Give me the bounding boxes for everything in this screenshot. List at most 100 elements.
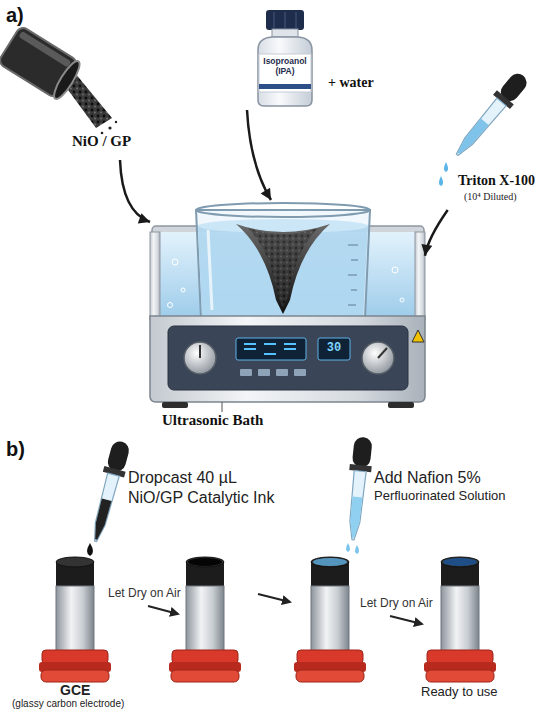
dried-film: [443, 558, 477, 566]
node-text: Isoproanol (IPA): [259, 56, 311, 76]
dropper: [342, 436, 375, 541]
flow-arrow: [120, 160, 150, 224]
dropper-bulb: [352, 436, 373, 468]
annotation-label: Let Dry on Air: [108, 586, 198, 600]
glass-highlight: [208, 230, 212, 310]
dropper-liquid: [348, 496, 362, 538]
timer-display: [318, 338, 350, 360]
annotation-label: b): [6, 438, 46, 461]
annotation-label: Dropcast 40 µL NiO/GP Catalytic Ink: [128, 468, 280, 508]
dropper: [449, 69, 532, 162]
dried-ink: [188, 558, 222, 566]
node-text: Ultrasonic Bath: [162, 412, 312, 429]
lcd-segment: [264, 343, 276, 345]
illustrated-node: Ultrasonic Bath: [150, 200, 425, 432]
annotation-label: 30: [318, 341, 350, 356]
illustrated-node: Isoproanol (IPA)+ water: [240, 5, 380, 110]
powder-grain: [108, 126, 111, 129]
node-text: (glassy carbon electrode): [12, 698, 144, 709]
panel-button: [240, 369, 252, 376]
cap-ridge: [295, 12, 297, 28]
lcd-segment: [264, 353, 276, 355]
leader-line: [222, 402, 223, 412]
graduation-mark: [348, 274, 357, 275]
flow-arrow: [421, 210, 447, 256]
beaker-glass: [196, 210, 370, 326]
electrode: [294, 557, 366, 682]
dropper-ink: [91, 499, 111, 541]
step-arrow: [148, 606, 178, 614]
graduation-mark: [348, 304, 356, 305]
ink-vortex: [236, 224, 330, 314]
knob-indicator: [378, 348, 387, 358]
bubble: [400, 298, 404, 302]
panel-button: [258, 369, 270, 376]
ink-drop: [87, 543, 93, 556]
annotation-label: Add Nafion 5%: [374, 468, 524, 487]
illustrated-node: Triton X-100(10⁴ Diluted): [430, 70, 548, 210]
liquid-surface: [198, 219, 368, 233]
jar-mouth: [50, 58, 83, 102]
arrow-line: [247, 110, 271, 200]
lcd-segment: [284, 348, 296, 350]
node-text: + water: [328, 75, 388, 91]
lcd-segment: [244, 343, 256, 345]
arrow-head: [261, 188, 271, 200]
graduation-mark: [351, 259, 358, 260]
panel-button: [294, 369, 306, 376]
vortex-powder: [248, 228, 318, 308]
control-panel: [168, 326, 408, 390]
liquid-drop: [355, 545, 359, 554]
illustrated-node: GCE(glassy carbon electrode): [0, 555, 150, 710]
bath-foot: [162, 402, 188, 408]
arrow-line: [425, 210, 448, 256]
cap-ridge: [284, 12, 286, 28]
node-text: Triton X-100: [458, 173, 548, 189]
bubble: [172, 259, 178, 265]
bubble: [392, 267, 398, 273]
bottle-neck: [272, 29, 298, 37]
jar-highlight: [18, 31, 71, 68]
warning-sign: [412, 330, 424, 342]
dropper: [85, 439, 133, 544]
lcd-display: [236, 338, 306, 360]
flow-arrow: [247, 110, 271, 200]
dropper-tube: [347, 470, 366, 540]
annotation-label: a): [6, 4, 46, 27]
step-arrow: [390, 616, 422, 624]
arrow-head: [138, 213, 150, 223]
bottle-label: [259, 54, 311, 92]
illustrated-node: Ready to use: [415, 555, 515, 710]
liquid-drop: [346, 543, 350, 552]
bath-foot: [388, 402, 414, 408]
bottle-body: [258, 37, 312, 106]
liquid-drop: [444, 162, 448, 172]
bottle-cap: [266, 10, 304, 30]
dropper-tube: [453, 98, 507, 159]
powder-grain: [115, 121, 117, 123]
beaker-liquid: [198, 226, 368, 322]
bath-front: [150, 316, 425, 402]
control-knob: [184, 342, 216, 374]
control-knob: [362, 342, 394, 374]
arrow-head: [421, 244, 432, 256]
electrode: [424, 557, 496, 682]
lcd-segment: [284, 343, 296, 345]
node-text: NiO / GP: [72, 133, 150, 150]
cap-ridge: [273, 12, 275, 28]
illustrated-node: NiO / GP: [0, 35, 150, 160]
node-text: Ready to use: [421, 684, 515, 699]
step-arrow: [258, 594, 290, 602]
bath-wall: [415, 232, 425, 320]
bubble: [168, 303, 173, 308]
node-text: GCE: [60, 682, 100, 698]
knob-indicator: [199, 345, 201, 358]
dropper-tube: [90, 473, 119, 543]
liquid-drop: [439, 176, 443, 186]
annotation-label: Let Dry on Air: [360, 596, 450, 610]
graduation-mark: [348, 244, 358, 245]
panel-button: [276, 369, 288, 376]
dropper-liquid: [455, 119, 489, 157]
